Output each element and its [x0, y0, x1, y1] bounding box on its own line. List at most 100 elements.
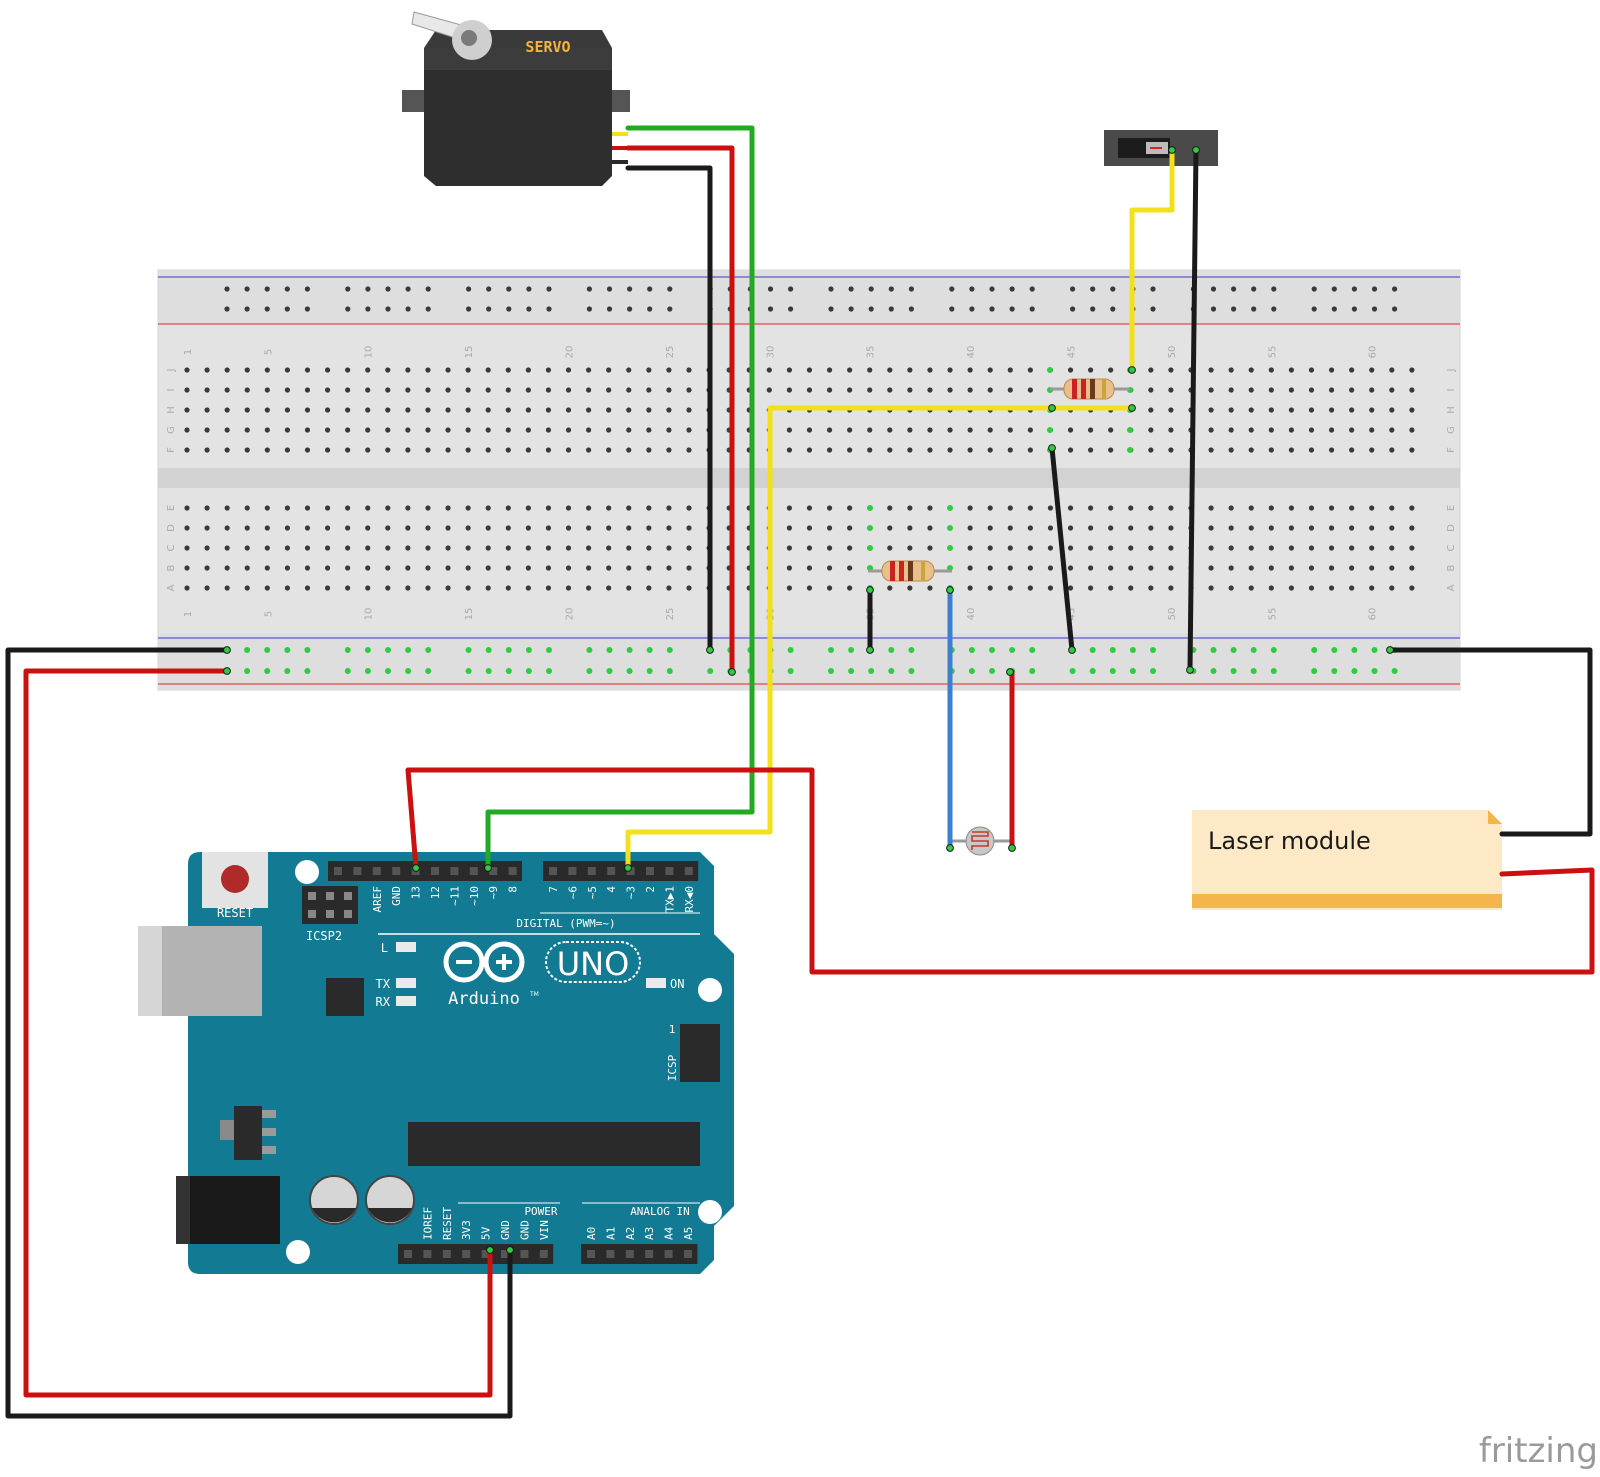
- capacitor-2-mark: [368, 1208, 412, 1223]
- header-pin[interactable]: [684, 867, 693, 875]
- breadboard-hole: [1328, 367, 1335, 373]
- connected-hole: [1391, 668, 1398, 674]
- rail-hole: [244, 306, 250, 312]
- connected-hole: [586, 668, 593, 674]
- column-number-bottom: 1: [183, 611, 194, 617]
- icsp2-pin: [344, 910, 352, 918]
- connected-hole: [364, 647, 371, 653]
- resistor-upper-band-3: [1090, 379, 1095, 399]
- breadboard-hole: [1067, 505, 1074, 511]
- breadboard-hole: [1409, 407, 1415, 413]
- breadboard-hole: [525, 585, 531, 591]
- breadboard-hole: [1288, 525, 1294, 531]
- breadboard-hole: [324, 505, 331, 511]
- header-pin[interactable]: [626, 867, 635, 875]
- breadboard-hole: [1128, 565, 1134, 571]
- header-pin[interactable]: [353, 867, 362, 875]
- mount-hole-3: [698, 1200, 722, 1224]
- header-pin[interactable]: [549, 867, 557, 875]
- connected-hole: [1109, 668, 1116, 674]
- header-pin[interactable]: [508, 867, 517, 875]
- breadboard-hole: [1349, 447, 1355, 453]
- breadboard-hole: [244, 427, 250, 433]
- digital-pin-label: 8: [507, 886, 520, 893]
- header-pin[interactable]: [520, 1250, 529, 1258]
- breadboard-hole: [1248, 525, 1254, 531]
- header-pin[interactable]: [404, 1250, 412, 1258]
- connected-hole: [867, 505, 873, 511]
- breadboard-hole: [465, 427, 471, 433]
- connected-hole: [848, 668, 855, 674]
- rail-hole: [1070, 306, 1076, 312]
- header-pin[interactable]: [334, 867, 342, 875]
- breadboard-hole: [1007, 447, 1013, 453]
- connected-hole: [626, 668, 633, 674]
- column-number-top: 5: [263, 349, 274, 355]
- breadboard-hole: [345, 367, 351, 373]
- rail-hole: [767, 306, 774, 312]
- breadboard-hole: [324, 525, 331, 531]
- header-pin[interactable]: [469, 867, 478, 875]
- rail-hole: [908, 306, 915, 312]
- row-letter: B: [1446, 564, 1457, 571]
- breadboard-hole: [264, 427, 270, 433]
- header-pin[interactable]: [442, 1250, 451, 1258]
- breadboard-hole: [606, 545, 612, 551]
- header-pin[interactable]: [568, 867, 577, 875]
- breadboard-hole: [304, 427, 311, 433]
- connected-hole: [1270, 668, 1277, 674]
- rail-hole: [949, 286, 955, 292]
- header-pin[interactable]: [372, 867, 381, 875]
- header-pin[interactable]: [450, 867, 459, 875]
- breadboard-hole: [947, 427, 953, 433]
- wire-endpoint: [486, 1246, 494, 1254]
- header-pin[interactable]: [539, 1250, 548, 1258]
- breadboard-hole: [465, 525, 471, 531]
- header-pin[interactable]: [587, 1250, 595, 1258]
- breadboard-hole: [907, 427, 913, 433]
- header-pin[interactable]: [489, 867, 498, 875]
- header-pin[interactable]: [462, 1250, 471, 1258]
- header-pin[interactable]: [665, 867, 674, 875]
- rail-hole: [486, 286, 492, 292]
- header-pin[interactable]: [607, 867, 616, 875]
- breadboard-hole: [826, 387, 833, 393]
- rail-hole: [425, 286, 431, 292]
- breadboard-hole: [887, 367, 893, 373]
- breadboard-hole: [1148, 447, 1154, 453]
- breadboard-hole: [425, 565, 431, 571]
- connected-hole: [1331, 647, 1338, 653]
- power-pin-label: VIN: [538, 1220, 551, 1240]
- connected-hole: [1331, 668, 1338, 674]
- header-pin[interactable]: [423, 1250, 432, 1258]
- breadboard-hole: [606, 525, 612, 531]
- header-pin[interactable]: [431, 867, 439, 875]
- reset-button[interactable]: [221, 865, 249, 893]
- header-pin[interactable]: [625, 1250, 634, 1258]
- header-pin[interactable]: [684, 1250, 692, 1258]
- connected-hole: [264, 668, 271, 674]
- breadboard-hole: [1248, 387, 1254, 393]
- breadboard-hole: [967, 447, 973, 453]
- header-pin[interactable]: [645, 1250, 654, 1258]
- header-pin[interactable]: [646, 867, 654, 875]
- breadboard-hole: [1248, 565, 1254, 571]
- breadboard-hole: [1148, 427, 1154, 433]
- breadboard-hole: [686, 545, 692, 551]
- slide-switch[interactable]: [1104, 130, 1218, 166]
- breadboard-hole: [826, 565, 833, 571]
- header-pin[interactable]: [664, 1250, 673, 1258]
- wire-sensor-signal: [625, 405, 1135, 871]
- power-pin-label: 5V: [480, 1226, 493, 1240]
- header-pin[interactable]: [481, 1250, 490, 1258]
- header-pin[interactable]: [606, 1250, 615, 1258]
- dc-jack-edge: [176, 1176, 190, 1244]
- breadboard-hole: [304, 505, 311, 511]
- header-pin[interactable]: [587, 867, 596, 875]
- breadboard-hole: [887, 545, 893, 551]
- breadboard-hole: [847, 447, 853, 453]
- header-pin[interactable]: [392, 867, 401, 875]
- header-pin[interactable]: [501, 1250, 509, 1258]
- breadboard-hole: [1268, 387, 1274, 393]
- row-letter: F: [166, 447, 177, 453]
